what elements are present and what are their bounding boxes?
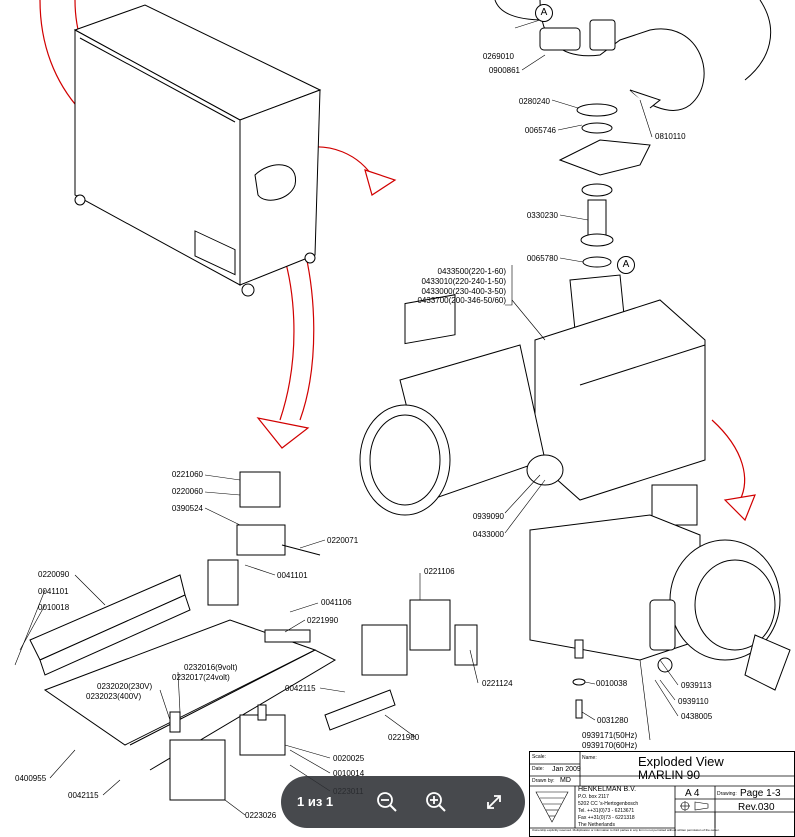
callout-label: 0221106 xyxy=(424,567,455,576)
projection-symbol xyxy=(680,801,709,811)
pipe-assembly xyxy=(494,0,772,268)
callout-label: 0010014 xyxy=(333,769,365,778)
page-indicator: 1 из 1 xyxy=(297,794,334,809)
callout-label: 0900861 xyxy=(488,66,520,75)
expand-icon xyxy=(487,795,501,809)
callout-label: 0041101 xyxy=(38,587,69,596)
callout-label: 0041101 xyxy=(277,571,308,580)
company-name: HENKELMAN B.V. xyxy=(578,786,637,793)
callout-label: 0221124 xyxy=(482,679,513,688)
callout-label: 0220090 xyxy=(38,570,70,579)
callout-label: 0433000(230-400-3-50) xyxy=(421,287,506,296)
callout-label: 0438005 xyxy=(681,712,713,721)
callout-label: 0042115 xyxy=(68,791,99,800)
title-block-grid xyxy=(530,752,794,836)
callout-label: 0232017(24volt) xyxy=(172,673,230,682)
drawing-name: Exploded View xyxy=(638,754,724,769)
terminal-board xyxy=(29,574,478,801)
callout-label: 0433010(220-240-1-50) xyxy=(421,277,506,286)
zoom-out-button[interactable] xyxy=(371,786,403,818)
callout-label: 0939110 xyxy=(678,697,709,706)
page-number: Page 1-3 xyxy=(740,788,781,799)
address-line: P.O. box 2117 xyxy=(578,794,609,800)
callout-label: 0433700(200-346-50/60) xyxy=(417,296,506,305)
relays xyxy=(207,471,321,606)
callout-label: 0221990 xyxy=(307,616,339,625)
callout-label: 0221060 xyxy=(171,470,203,479)
callout-label: 0065780 xyxy=(526,254,558,263)
callout-label: 0010038 xyxy=(596,679,628,688)
zoom-in-icon xyxy=(426,792,446,812)
scale-label: Scale: xyxy=(532,754,546,760)
callout-label: 0280240 xyxy=(518,97,550,106)
callout-label: 0939090 xyxy=(472,512,504,521)
drawn-by-value: MD xyxy=(560,777,571,784)
viewer-toolbar: 1 из 1 xyxy=(281,776,525,828)
address-line: 5202 CC 's-Hertogenbosch xyxy=(578,801,639,807)
revision: Rev.030 xyxy=(738,802,775,813)
drawing-label: Drawing: xyxy=(717,791,737,797)
callout-label: 0220060 xyxy=(171,487,203,496)
address-line: Fax ++31(0)73 - 6221318 xyxy=(578,815,635,821)
address-line: Tel. ++31(0)73 - 6213671 xyxy=(578,808,635,814)
date-value: Jan 2009 xyxy=(552,766,581,773)
callout-label: 0330230 xyxy=(526,211,558,220)
vacuum-pump-motor xyxy=(359,274,706,516)
drawn-by-label: Drawn by: xyxy=(532,778,555,784)
callout-label: 0232023(400V) xyxy=(86,692,142,701)
title-block: Scale: Date: Jan 2009 Drawn by: MD Name:… xyxy=(529,751,795,837)
address-line: The Netherlands xyxy=(578,822,615,828)
callout-label: 0220071 xyxy=(327,536,359,545)
callout-label: 0939170(60Hz) xyxy=(582,741,638,750)
callout-label: 0939171(50Hz) xyxy=(582,731,638,740)
callout-label: 0223026 xyxy=(245,811,277,820)
callout-label: 0433500(220-1-60) xyxy=(437,267,507,276)
paper-size: A 4 xyxy=(685,788,700,799)
callout-label: 0020025 xyxy=(333,754,365,763)
marker-a: A xyxy=(535,4,553,22)
callout-label: 0232020(230V) xyxy=(97,682,153,691)
callout-label: 0810110 xyxy=(655,132,686,141)
model-name: MARLIN 90 xyxy=(638,768,701,782)
date-label: Date: xyxy=(532,766,544,772)
callout-label: 0433000 xyxy=(472,530,504,539)
callout-label: 0232016(9volt) xyxy=(184,663,238,672)
zoom-out-icon xyxy=(377,792,397,812)
callout-label: 0400955 xyxy=(15,774,47,783)
callout-label: 0042115 xyxy=(285,684,316,693)
callout-label: 0065746 xyxy=(524,126,556,135)
marker-a: A xyxy=(617,256,635,274)
callout-label: 0939113 xyxy=(681,681,712,690)
callout-label: 0041106 xyxy=(321,598,352,607)
callout-label: 0031280 xyxy=(597,716,629,725)
henkelman-logo xyxy=(535,791,569,823)
callout-label: 0221980 xyxy=(388,733,420,742)
ownership-notice: Ownership explicitly reserved. Multiplic… xyxy=(532,829,720,832)
callout-label: 0010018 xyxy=(38,603,70,612)
zoom-in-button[interactable] xyxy=(420,786,452,818)
fullscreen-button[interactable] xyxy=(478,786,510,818)
callout-label: 0269010 xyxy=(482,52,514,61)
callout-label: 0390524 xyxy=(171,504,203,513)
name-label: Name: xyxy=(582,755,597,761)
cabinet xyxy=(73,4,322,297)
vacuum-pump-side xyxy=(529,484,791,719)
